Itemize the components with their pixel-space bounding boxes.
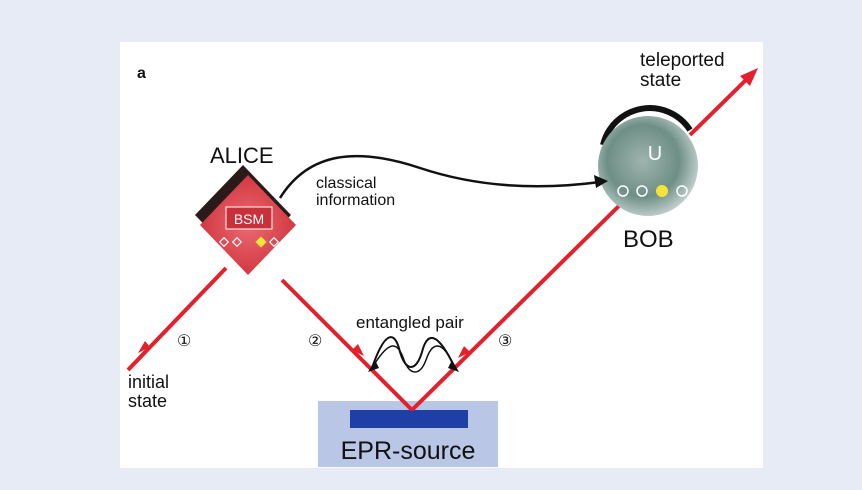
alice-detector-2	[231, 236, 243, 248]
beam-2-arrow	[352, 344, 364, 356]
teleported-state-label-1: teleported	[640, 50, 725, 71]
beam-3-arrow	[458, 346, 470, 358]
beam-2-line	[280, 278, 414, 412]
panel-letter: a	[137, 65, 146, 82]
entangled-arrow-left	[368, 360, 379, 372]
entangled-pair-label: entangled pair	[356, 313, 464, 332]
bob-sphere	[598, 116, 698, 216]
bob-detector-1	[617, 185, 629, 197]
teleported-beam-arrow	[740, 68, 758, 86]
unitary-label: U	[648, 143, 662, 165]
alice-detector-4	[268, 236, 280, 248]
bob-detector-active	[656, 185, 668, 197]
bsm-label-box	[225, 206, 273, 230]
alice-label: ALICE	[210, 143, 274, 168]
entangled-wave-2	[371, 345, 456, 373]
epr-source-crystal	[350, 410, 468, 428]
teleported-beam-line	[688, 72, 754, 137]
classical-info-arrowhead	[594, 175, 608, 188]
classical-info-arrow	[278, 154, 601, 199]
classical-info-label-1: classical	[316, 175, 376, 192]
beam-2-number: ②	[308, 333, 322, 350]
bob-sphere-cap	[600, 105, 693, 146]
diagram-panel	[120, 42, 763, 468]
bob-detector-2	[636, 185, 648, 197]
alice-detector-active	[255, 236, 267, 248]
initial-state-label-2: state	[128, 391, 167, 411]
bsm-label: BSM	[234, 211, 264, 227]
beam-1-number: ①	[177, 333, 191, 350]
beam-3-line	[410, 193, 632, 412]
epr-source-label: EPR-source	[341, 437, 476, 465]
entangled-wave-1	[371, 336, 456, 369]
beam-1-line	[126, 266, 228, 372]
entangled-arrow-right	[448, 360, 459, 372]
alice-detector-1	[218, 236, 230, 248]
beam-3-number: ③	[498, 333, 512, 350]
bob-detector-4	[676, 185, 688, 197]
beam-1-arrow	[138, 341, 150, 353]
initial-state-label-1: initial	[128, 372, 169, 392]
classical-info-label-2: information	[316, 192, 395, 209]
bob-label: BOB	[623, 226, 674, 253]
teleported-state-label-2: state	[640, 70, 681, 91]
